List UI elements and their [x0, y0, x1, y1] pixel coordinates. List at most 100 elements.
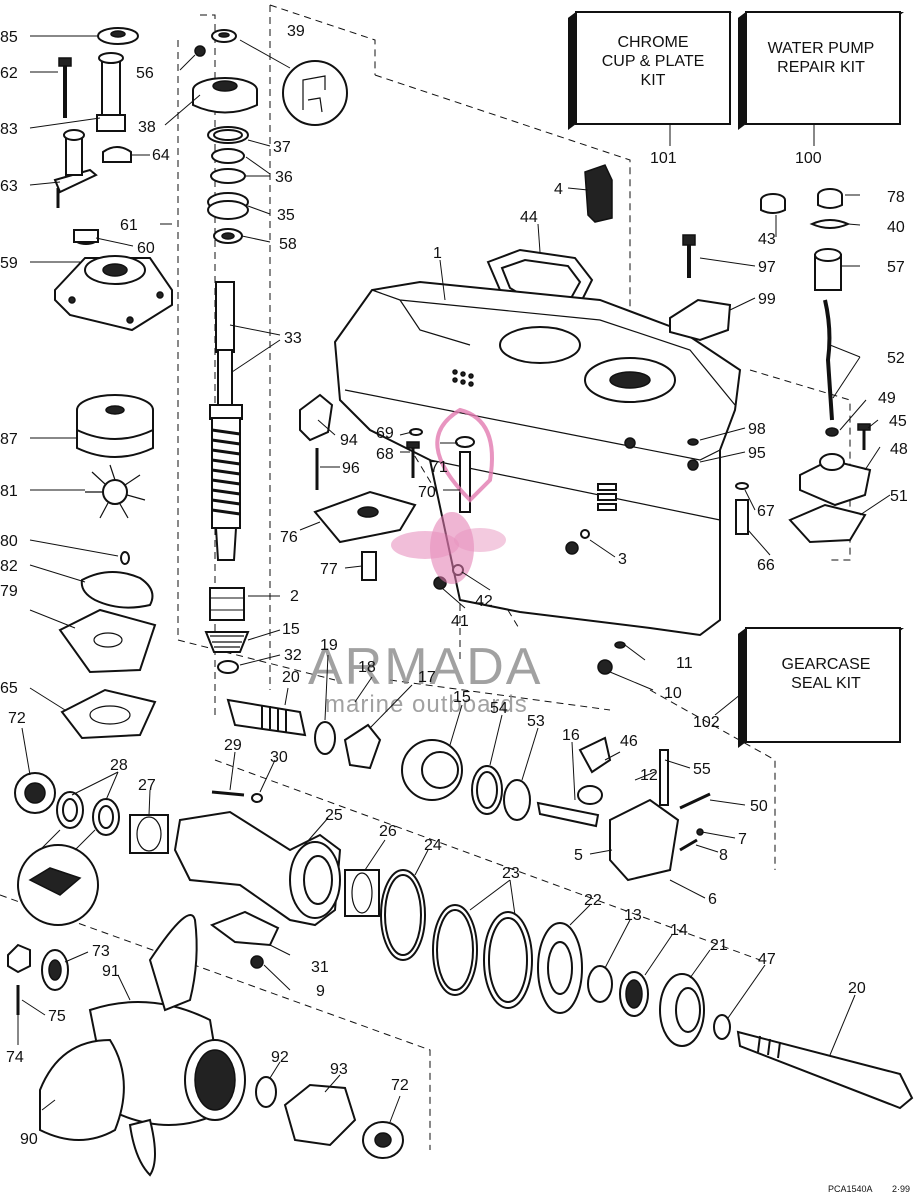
- callout-15-lower: 15: [453, 689, 471, 706]
- callout-25: 25: [325, 807, 343, 824]
- callout-52: 52: [887, 350, 905, 367]
- callout-1: 1: [433, 245, 442, 262]
- callout-18: 18: [358, 659, 376, 676]
- callout-5: 5: [574, 847, 583, 864]
- callout-87: 87: [0, 431, 18, 448]
- callout-41: 41: [451, 613, 469, 630]
- callout-42: 42: [475, 593, 493, 610]
- callout-51: 51: [890, 488, 908, 505]
- callout-70: 70: [418, 484, 436, 501]
- callout-61: 61: [120, 217, 138, 234]
- right-side-parts: [669, 188, 872, 544]
- callout-45: 45: [889, 413, 907, 430]
- callout-39: 39: [287, 23, 305, 40]
- callout-47: 47: [758, 951, 776, 968]
- callout-38: 38: [138, 119, 156, 136]
- callout-15-upper: 15: [282, 621, 300, 638]
- callout-13: 13: [624, 907, 642, 924]
- callout-54: 54: [490, 700, 508, 717]
- callout-22: 22: [584, 892, 602, 909]
- callout-27: 27: [138, 777, 156, 794]
- callout-11: 11: [676, 655, 693, 672]
- callout-28: 28: [110, 757, 128, 774]
- callout-2: 2: [290, 588, 299, 605]
- callout-65: 65: [0, 680, 18, 697]
- callout-102: 102: [693, 714, 720, 731]
- callout-33: 33: [284, 330, 302, 347]
- callout-32: 32: [284, 647, 302, 664]
- callout-63: 63: [0, 178, 18, 195]
- callout-93: 93: [330, 1061, 348, 1078]
- callout-19: 19: [320, 637, 338, 654]
- water-pump-parts: [53, 27, 173, 740]
- callout-91: 91: [102, 963, 120, 980]
- callout-92: 92: [271, 1049, 289, 1066]
- gearcase-kit-line-2: SEAL KIT: [791, 675, 861, 692]
- propeller-parts: [7, 914, 404, 1177]
- callout-67: 67: [757, 503, 775, 520]
- callout-94: 94: [340, 432, 358, 449]
- callout-74: 74: [6, 1049, 24, 1066]
- callout-20-upper: 20: [282, 669, 300, 686]
- callout-81: 81: [0, 483, 18, 500]
- callout-16: 16: [562, 727, 580, 744]
- callout-73: 73: [92, 943, 110, 960]
- callout-43: 43: [758, 231, 776, 248]
- callout-4: 4: [554, 181, 563, 198]
- callout-17: 17: [418, 669, 436, 686]
- callout-59: 59: [0, 255, 18, 272]
- callout-46: 46: [620, 733, 638, 750]
- chrome-kit-line-2: CUP & PLATE: [602, 53, 705, 70]
- callout-37: 37: [273, 139, 291, 156]
- callout-6: 6: [708, 891, 717, 908]
- callout-101: 101: [650, 150, 677, 167]
- callout-82: 82: [0, 558, 18, 575]
- callout-23: 23: [502, 865, 520, 882]
- chrome-kit-line-3: KIT: [641, 72, 666, 89]
- callout-79: 79: [0, 583, 18, 600]
- callout-99: 99: [758, 291, 776, 308]
- callout-58: 58: [279, 236, 297, 253]
- callout-83: 83: [0, 121, 18, 138]
- chrome-cup-plate-kit: CHROME CUP & PLATE KIT 101: [568, 11, 732, 167]
- drawing-date: 2·99: [892, 1184, 910, 1194]
- callout-97: 97: [758, 259, 776, 276]
- callout-8: 8: [719, 847, 728, 864]
- assembly-dashed-lines: [0, 4, 851, 1150]
- drawing-code: PCA1540A: [828, 1184, 873, 1194]
- water-pump-kit-line-2: REPAIR KIT: [777, 59, 865, 76]
- callout-75: 75: [48, 1008, 66, 1025]
- callout-40: 40: [887, 219, 905, 236]
- callout-57: 57: [887, 259, 905, 276]
- callout-55: 55: [693, 761, 711, 778]
- gear-housing: [333, 164, 742, 637]
- callout-72-right: 72: [391, 1077, 409, 1094]
- callout-68: 68: [376, 446, 394, 463]
- callout-90: 90: [20, 1131, 38, 1148]
- callout-66: 66: [757, 557, 775, 574]
- callout-50: 50: [750, 798, 768, 815]
- gearcase-kit-line-1: GEARCASE: [782, 656, 871, 673]
- mid-area-parts: [299, 393, 626, 675]
- callout-72-left: 72: [8, 710, 26, 727]
- armada-watermark: ARMADA marine outboards: [308, 407, 540, 718]
- water-pump-kit-line-1: WATER PUMP: [768, 40, 875, 57]
- callout-49: 49: [878, 390, 896, 407]
- callout-77: 77: [320, 561, 338, 578]
- callout-100: 100: [795, 150, 822, 167]
- water-pump-repair-kit: WATER PUMP REPAIR KIT 100: [738, 11, 904, 167]
- detail-insets: [17, 39, 348, 926]
- gear-train: [14, 698, 914, 1110]
- callout-10: 10: [664, 685, 682, 702]
- callout-36: 36: [275, 169, 293, 186]
- chrome-kit-line-1: CHROME: [617, 34, 688, 51]
- callout-14: 14: [670, 922, 688, 939]
- callout-98: 98: [748, 421, 766, 438]
- callout-48: 48: [890, 441, 908, 458]
- callout-60: 60: [137, 240, 155, 257]
- callout-96: 96: [342, 460, 360, 477]
- callout-7: 7: [738, 831, 747, 848]
- callout-20-lower: 20: [848, 980, 866, 997]
- callout-numbers: 85 62 83 56 39 38 64 63 37 36 35 61 60 5…: [0, 23, 908, 1148]
